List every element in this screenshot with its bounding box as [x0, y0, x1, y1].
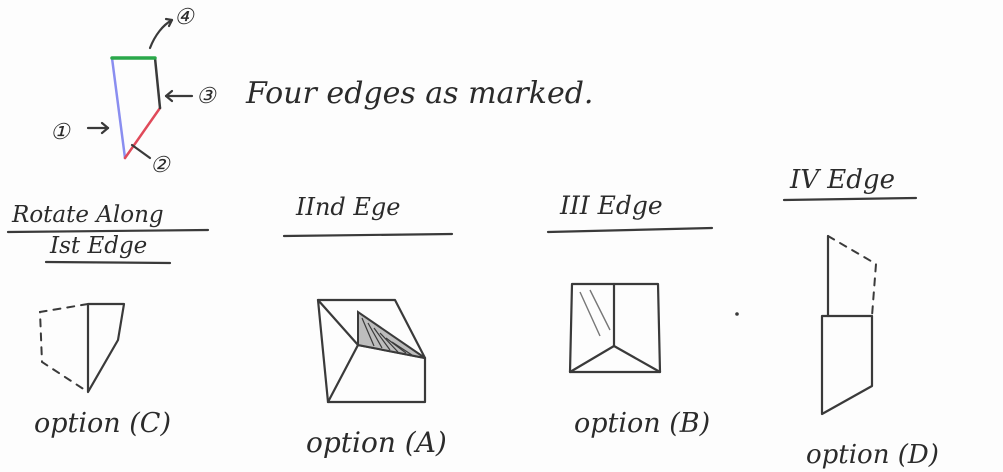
option-b-glass-stroke-2: [590, 290, 610, 330]
column-3-underline: [548, 228, 712, 232]
option-d-figure: [822, 236, 876, 414]
marker-1-label: ①: [50, 120, 71, 145]
column-3: III Edge option (B): [548, 191, 739, 439]
edges-description: Four edges as marked.: [245, 76, 593, 111]
column-1-underline-2: [46, 262, 170, 263]
marker-3: ③: [166, 84, 217, 109]
edge-3-line: [155, 58, 160, 108]
option-b-label: option (B): [574, 408, 710, 439]
column-3-heading: III Edge: [559, 191, 663, 220]
marker-2-pointer: [132, 145, 150, 158]
marker-4: ④: [150, 5, 195, 48]
option-c-dashed-half: [40, 304, 88, 392]
edge-2-line: [125, 108, 160, 158]
column-1-heading-line1: Rotate Along: [11, 202, 164, 228]
option-c-figure: [40, 304, 124, 392]
column-2: IInd Ege option (A): [284, 193, 452, 459]
option-a-inner-2: [328, 345, 358, 402]
marker-3-label: ③: [196, 84, 217, 109]
column-2-heading: IInd Ege: [295, 193, 401, 221]
column-1: Rotate Along Ist Edge option (C): [8, 202, 208, 439]
source-shape: [112, 58, 160, 158]
option-a-label: option (A): [306, 426, 447, 459]
marker-1: ①: [50, 120, 108, 145]
option-b-diag-left: [570, 346, 614, 372]
option-d-lower-box: [822, 316, 872, 414]
marker-4-label: ④: [174, 5, 195, 30]
stray-dot: [735, 312, 739, 316]
column-4-underline: [784, 198, 916, 200]
marker-2: ②: [132, 145, 171, 178]
option-d-label: option (D): [806, 440, 939, 470]
marker-2-label: ②: [150, 153, 171, 178]
column-4: IV Edge option (D): [784, 165, 939, 470]
option-a-shaded-triangle: [358, 312, 425, 358]
column-1-heading-line2: Ist Edge: [49, 233, 147, 259]
option-d-dashed-top: [828, 236, 876, 316]
option-c-label: option (C): [34, 408, 171, 439]
column-4-heading: IV Edge: [789, 165, 895, 195]
option-b-diag-right: [614, 346, 660, 372]
option-a-figure: [318, 300, 425, 402]
option-a-inner-1: [318, 300, 358, 345]
column-1-underline-1: [8, 230, 208, 232]
option-c-solid-half: [88, 304, 124, 392]
column-2-underline: [284, 234, 452, 236]
option-b-glass-stroke-1: [580, 292, 600, 336]
option-b-figure: [570, 284, 660, 372]
edge-1-line: [112, 58, 125, 158]
